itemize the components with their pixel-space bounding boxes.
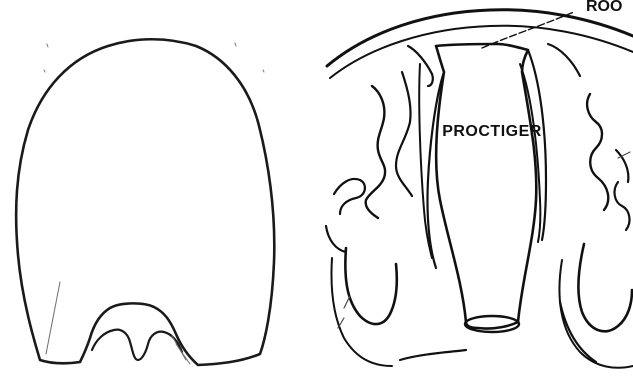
proctiger-label: PROCTIGER (442, 123, 542, 140)
top-right-partial-label: ROO (586, 0, 622, 15)
